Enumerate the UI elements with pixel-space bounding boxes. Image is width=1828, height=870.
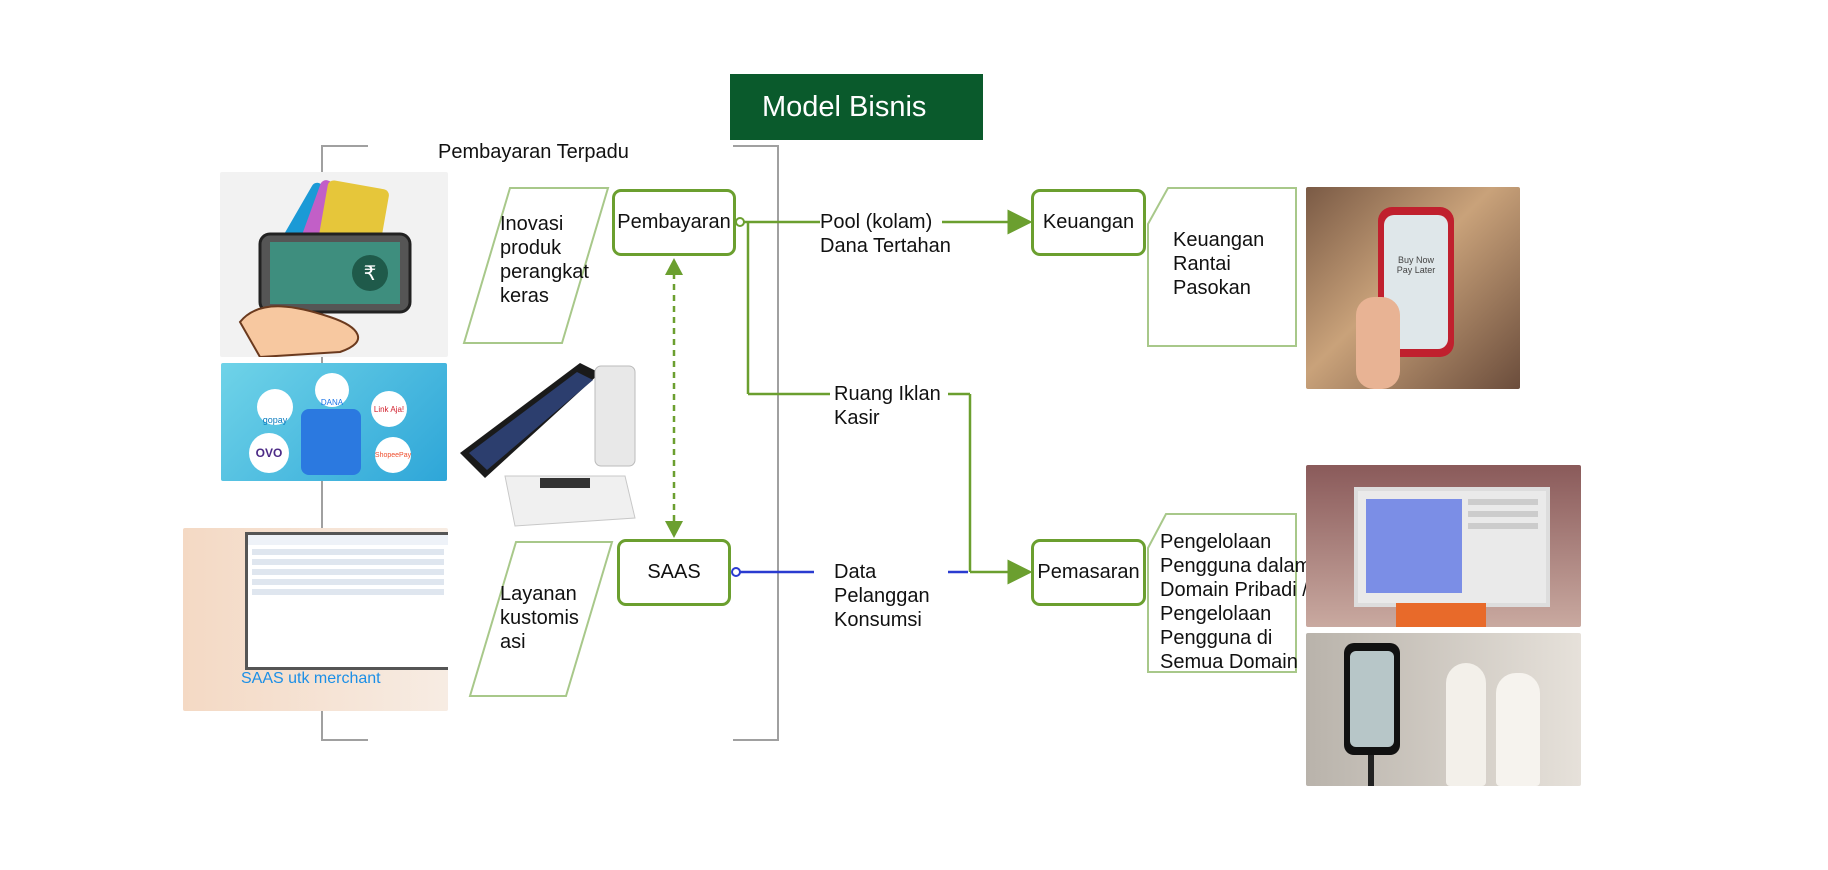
payment-cards-image: ₹: [220, 172, 448, 357]
phone-stream-screen: [1350, 651, 1394, 747]
keuangan-rantai-parallelogram: [1147, 187, 1297, 347]
pos-terminal-image: [455, 358, 650, 530]
saas-merchant-image: SAAS utk merchant: [183, 528, 448, 711]
kiosk-stand: [1396, 603, 1486, 627]
pembayaran-node: Pembayaran: [612, 189, 736, 256]
dancer-1: [1446, 663, 1486, 786]
layanan-parallelogram: [468, 541, 614, 697]
pengelolaan-parallelogram: [1147, 513, 1297, 673]
hand-graphic: [1356, 297, 1400, 389]
saas-screen: [245, 532, 448, 670]
kiosk-screen: [1354, 487, 1550, 607]
linkaja-logo: Link Aja!: [371, 391, 407, 427]
saas-node: SAAS: [617, 539, 731, 606]
right-bracket: [733, 145, 779, 741]
keuangan-node: Keuangan: [1031, 189, 1146, 256]
title-box: Model Bisnis: [730, 74, 983, 140]
dancer-2: [1496, 673, 1540, 786]
ovo-logo: OVO: [249, 433, 289, 473]
ewallet-logos-image: gopay DANA Link Aja! OVO ShopeePay: [221, 363, 447, 481]
tripod: [1368, 755, 1374, 786]
dana-logo: DANA: [315, 373, 349, 407]
svg-text:₹: ₹: [364, 261, 377, 285]
bnpl-phone-image: Buy Now Pay Later: [1306, 187, 1520, 389]
gopay-logo: gopay: [257, 389, 293, 425]
saas-caption: SAAS utk merchant: [241, 670, 381, 687]
pemasaran-node: Pemasaran: [1031, 539, 1146, 606]
shopeepay-logo: ShopeePay: [375, 437, 411, 473]
header-label: Pembayaran Terpadu: [438, 141, 629, 163]
phone-cart-graphic: [301, 409, 361, 475]
pool-label: Pool (kolam)Dana Tertahan: [820, 211, 951, 257]
inovasi-parallelogram: [462, 187, 610, 344]
ad-kiosk-image: [1306, 465, 1581, 627]
live-streaming-image: [1306, 633, 1581, 786]
